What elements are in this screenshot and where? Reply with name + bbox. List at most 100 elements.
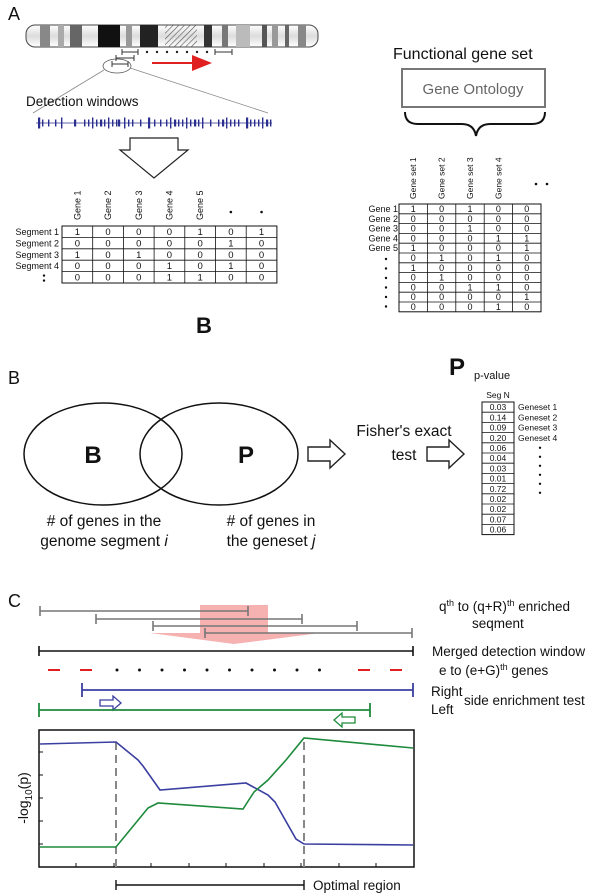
p-matrix-cell: 0 [411, 214, 416, 224]
p-matrix-cell: 0 [411, 302, 416, 312]
p-matrix-column-header: Gene set 3 [465, 157, 475, 199]
geneset-label: Geneset 2 [518, 412, 557, 422]
p-matrix-cell: 0 [524, 214, 529, 224]
left-caption-line2: genome segment i [40, 533, 168, 550]
p-matrix-cell: 0 [411, 282, 416, 292]
detection-windows-label: Detection windows [26, 94, 139, 109]
b-matrix-cell: 0 [75, 238, 80, 249]
right-series-curve [39, 741, 414, 846]
b-matrix-cell: 0 [259, 238, 264, 249]
b-matrix-cell: 0 [75, 261, 80, 272]
right-caption-line2: the geneset j [227, 533, 316, 550]
p-matrix-cell: 1 [467, 282, 472, 292]
geneset-dot [538, 473, 542, 476]
enriched-segments [39, 606, 413, 638]
b-matrix-cell: 1 [228, 238, 233, 249]
pvalue-cell: 0.02 [490, 504, 507, 514]
b-row-dot [42, 279, 46, 282]
b-matrix-cell: 1 [228, 261, 233, 272]
genes-range-label: e to (e+G)th genes [439, 662, 548, 678]
p-matrix-cell: 0 [496, 204, 501, 214]
pvalue-cell: 0.03 [490, 402, 507, 412]
merged-window-line [38, 646, 414, 656]
b-matrix-row-header: Segment 4 [15, 261, 59, 271]
b-matrix-cell: 0 [167, 250, 172, 261]
b-matrix-cell: 0 [136, 261, 141, 272]
p-matrix-cell: 0 [524, 302, 529, 312]
window-brackets [111, 49, 233, 67]
p-matrix-cell: 0 [524, 273, 529, 283]
p-matrix-row-header: Gene 2 [368, 214, 398, 224]
window-dots [145, 50, 209, 54]
optimal-region-label: Optimal region [313, 878, 401, 893]
p-matrix-cell: 0 [439, 204, 444, 214]
venn-left [23, 402, 183, 506]
p-row-dot [384, 276, 388, 280]
p-matrix-cell: 0 [467, 273, 472, 283]
pvalue-cell: 0.06 [490, 525, 507, 535]
p-matrix-cell: 0 [467, 302, 472, 312]
b-matrix-frame [61, 225, 278, 284]
b-matrix-cell: 0 [105, 261, 110, 272]
p-matrix-cell: 0 [467, 243, 472, 253]
geneset-dot [538, 446, 542, 449]
p-matrix-cell: 0 [439, 282, 444, 292]
venn-right [139, 402, 299, 506]
zoom-ellipse [102, 58, 132, 74]
side-test-label: side enrichment test [464, 693, 585, 708]
p-matrix-cell: 0 [496, 263, 501, 273]
p-matrix-cell: 0 [439, 224, 444, 234]
p-matrix-cell: 0 [467, 292, 472, 302]
p-matrix-cell: 1 [496, 282, 501, 292]
p-matrix-cell: 1 [439, 253, 444, 263]
down-arrow [118, 137, 190, 179]
p-row-dot [384, 257, 388, 261]
pvalue-cell: 0.04 [490, 453, 507, 463]
plot-ticks [39, 751, 377, 867]
p-row-dot [384, 295, 388, 299]
pvalue-frame [481, 401, 515, 536]
left-series-curve [40, 737, 414, 848]
venn-right-label: P [238, 442, 254, 469]
b-matrix-cell: 0 [198, 238, 203, 249]
geneset-dot [538, 455, 542, 458]
b-matrix-cell: 0 [105, 227, 110, 238]
gene-ticks [36, 117, 272, 129]
p-matrix-cell: 1 [524, 243, 529, 253]
p-matrix-cell: 0 [496, 214, 501, 224]
p-matrix-cell: 0 [411, 273, 416, 283]
arrow-to-fisher [307, 438, 347, 470]
p-matrix-column-header: Gene set 4 [493, 157, 503, 199]
b-matrix-column-header: Gene 4 [164, 190, 174, 220]
p-matrix-row-header: Gene 4 [368, 233, 398, 243]
enriched-segment-label-2: seqment [472, 616, 524, 631]
geneset-label: Geneset 3 [518, 423, 557, 433]
optimal-region-line [115, 880, 305, 890]
p-matrix-row-header: Gene 5 [368, 243, 398, 253]
gene-dot [228, 668, 231, 672]
right-test-line [81, 683, 414, 697]
p-matrix-frame [398, 203, 542, 313]
p-matrix-cell: 1 [411, 243, 416, 253]
p-header-dot [545, 182, 549, 186]
right-arrow-icon [99, 694, 122, 712]
p-matrix-cell: 0 [467, 253, 472, 263]
genes-row [48, 668, 402, 672]
pvalue-cell: 0.02 [490, 494, 507, 504]
p-matrix-cell: 0 [439, 302, 444, 312]
b-matrix-name: B [196, 313, 212, 338]
b-matrix-cell: 0 [136, 227, 141, 238]
b-matrix-cell: 0 [75, 273, 80, 284]
gene-dot [250, 668, 254, 672]
geneset-dot [538, 482, 542, 485]
p-matrix-cell: 0 [439, 233, 444, 243]
pvalue-cell: 0.14 [490, 412, 507, 422]
p-matrix-column-header: Gene set 2 [437, 157, 447, 199]
gene-dot [205, 668, 209, 672]
p-matrix-cell: 1 [467, 204, 472, 214]
gene-ontology-label: Gene Ontology [423, 81, 524, 98]
arrow-to-pvalue [426, 438, 466, 470]
p-matrix-cell: 0 [411, 292, 416, 302]
p-matrix-cell: 0 [467, 263, 472, 273]
chromosome-ideogram [25, 24, 319, 48]
